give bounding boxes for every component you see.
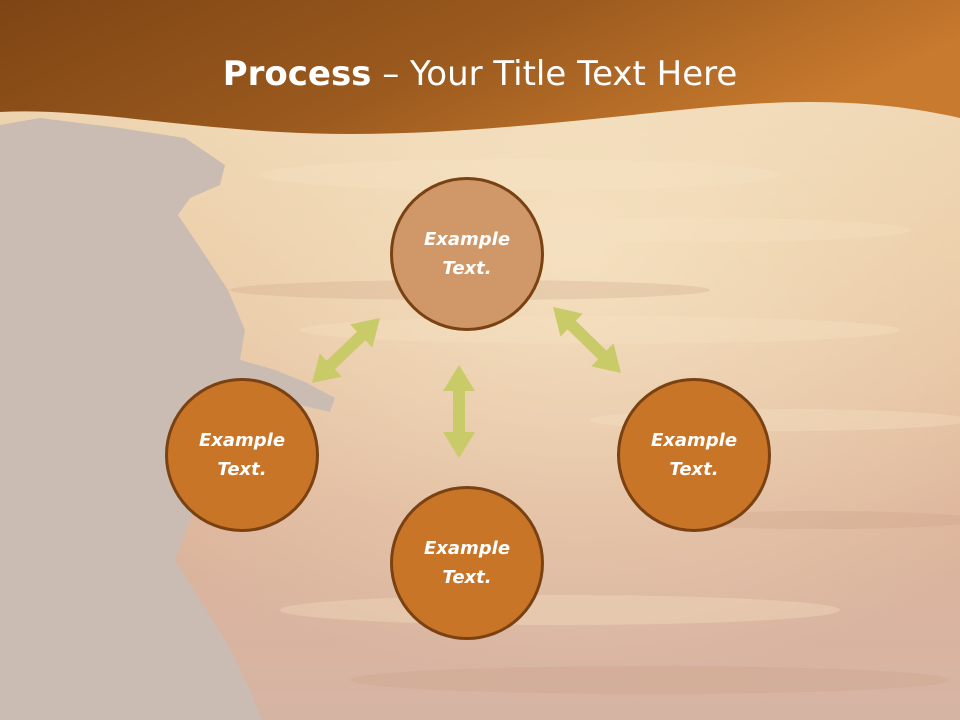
process-node-top[interactable]: Example Text. bbox=[390, 177, 544, 331]
title-bold: Process bbox=[222, 54, 372, 94]
arrow-top-left bbox=[312, 318, 380, 383]
node-label: Example Text. bbox=[423, 538, 511, 588]
banner-shape bbox=[0, 0, 960, 134]
process-node-bottom[interactable]: Example Text. bbox=[390, 486, 544, 640]
process-node-right[interactable]: Example Text. bbox=[617, 378, 771, 532]
node-label: Example Text. bbox=[423, 229, 511, 279]
title-rest: – Your Title Text Here bbox=[371, 54, 738, 94]
process-node-left[interactable]: Example Text. bbox=[165, 378, 319, 532]
slide-title: Process – Your Title Text Here bbox=[0, 52, 960, 96]
arrow-top-bottom bbox=[443, 365, 475, 458]
node-label: Example Text. bbox=[198, 430, 286, 480]
runner-silhouette bbox=[0, 118, 335, 720]
arrow-top-right bbox=[553, 307, 621, 373]
node-label: Example Text. bbox=[650, 430, 738, 480]
